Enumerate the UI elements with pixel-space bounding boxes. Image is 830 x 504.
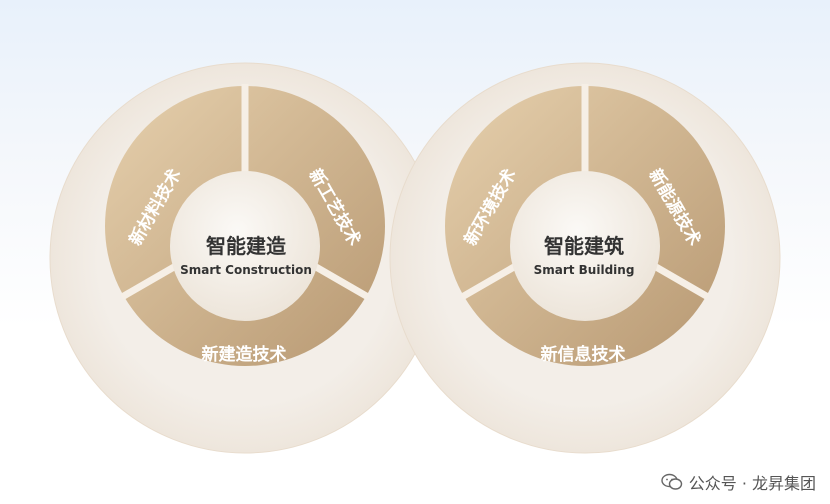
segment-label-right-3: 新信息技术 [541, 344, 626, 365]
center-title-left: 智能建造 [206, 234, 287, 258]
ring-left: 新材料技术 新工艺技术 新建造技术 智能建造 Smart Constructio… [49, 62, 441, 454]
watermark: 公众号 · 龙昇集团 [661, 470, 816, 494]
wechat-icon [661, 473, 682, 490]
center-subtitle-right: Smart Building [534, 263, 635, 277]
watermark-text: 公众号 · 龙昇集团 [688, 474, 816, 493]
segment-label-left-3: 新建造技术 [202, 344, 287, 365]
ring-right: 新环境技术 新能源技术 新信息技术 智能建筑 Smart Building [389, 62, 781, 454]
center-circle-right [510, 171, 660, 321]
center-title-right: 智能建筑 [544, 234, 624, 258]
center-circle-left [170, 171, 320, 321]
center-subtitle-left: Smart Construction [180, 263, 312, 277]
